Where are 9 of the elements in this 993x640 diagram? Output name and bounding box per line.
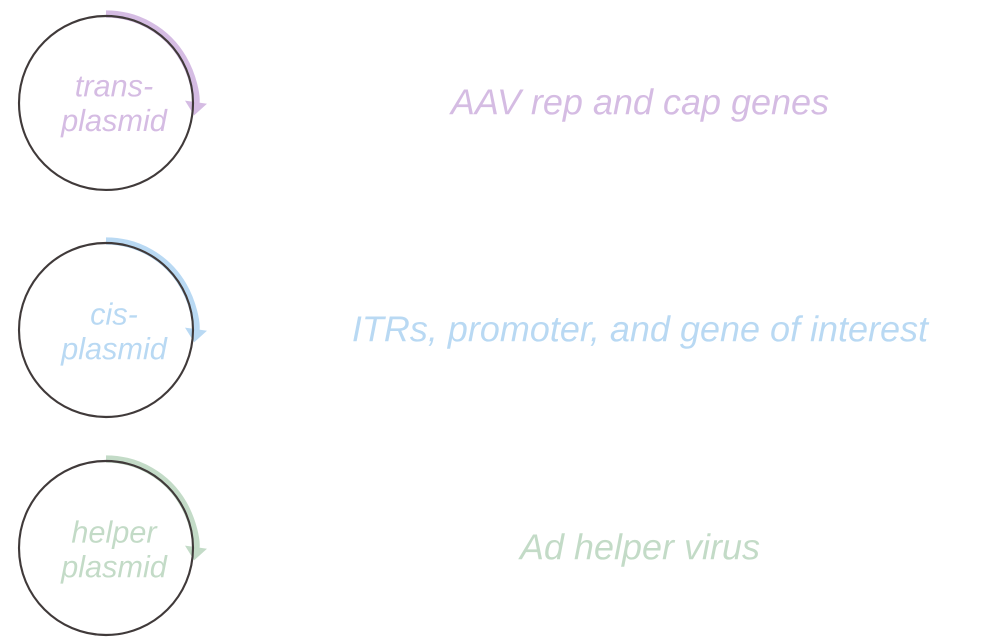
plasmid-circle	[18, 14, 194, 192]
description-text: ITRs, promoter, and gene of interest	[353, 315, 930, 349]
plasmid-label: trans- plasmid	[60, 76, 168, 138]
description-text: AAV rep and cap genes	[449, 88, 828, 122]
plasmid-circle	[18, 242, 194, 418]
description-text: Ad helper virus	[518, 533, 760, 567]
plasmid-label: helper plasmid	[60, 520, 168, 584]
plasmid-circle	[18, 460, 194, 636]
plasmid-label: cis- plasmid	[60, 302, 168, 366]
